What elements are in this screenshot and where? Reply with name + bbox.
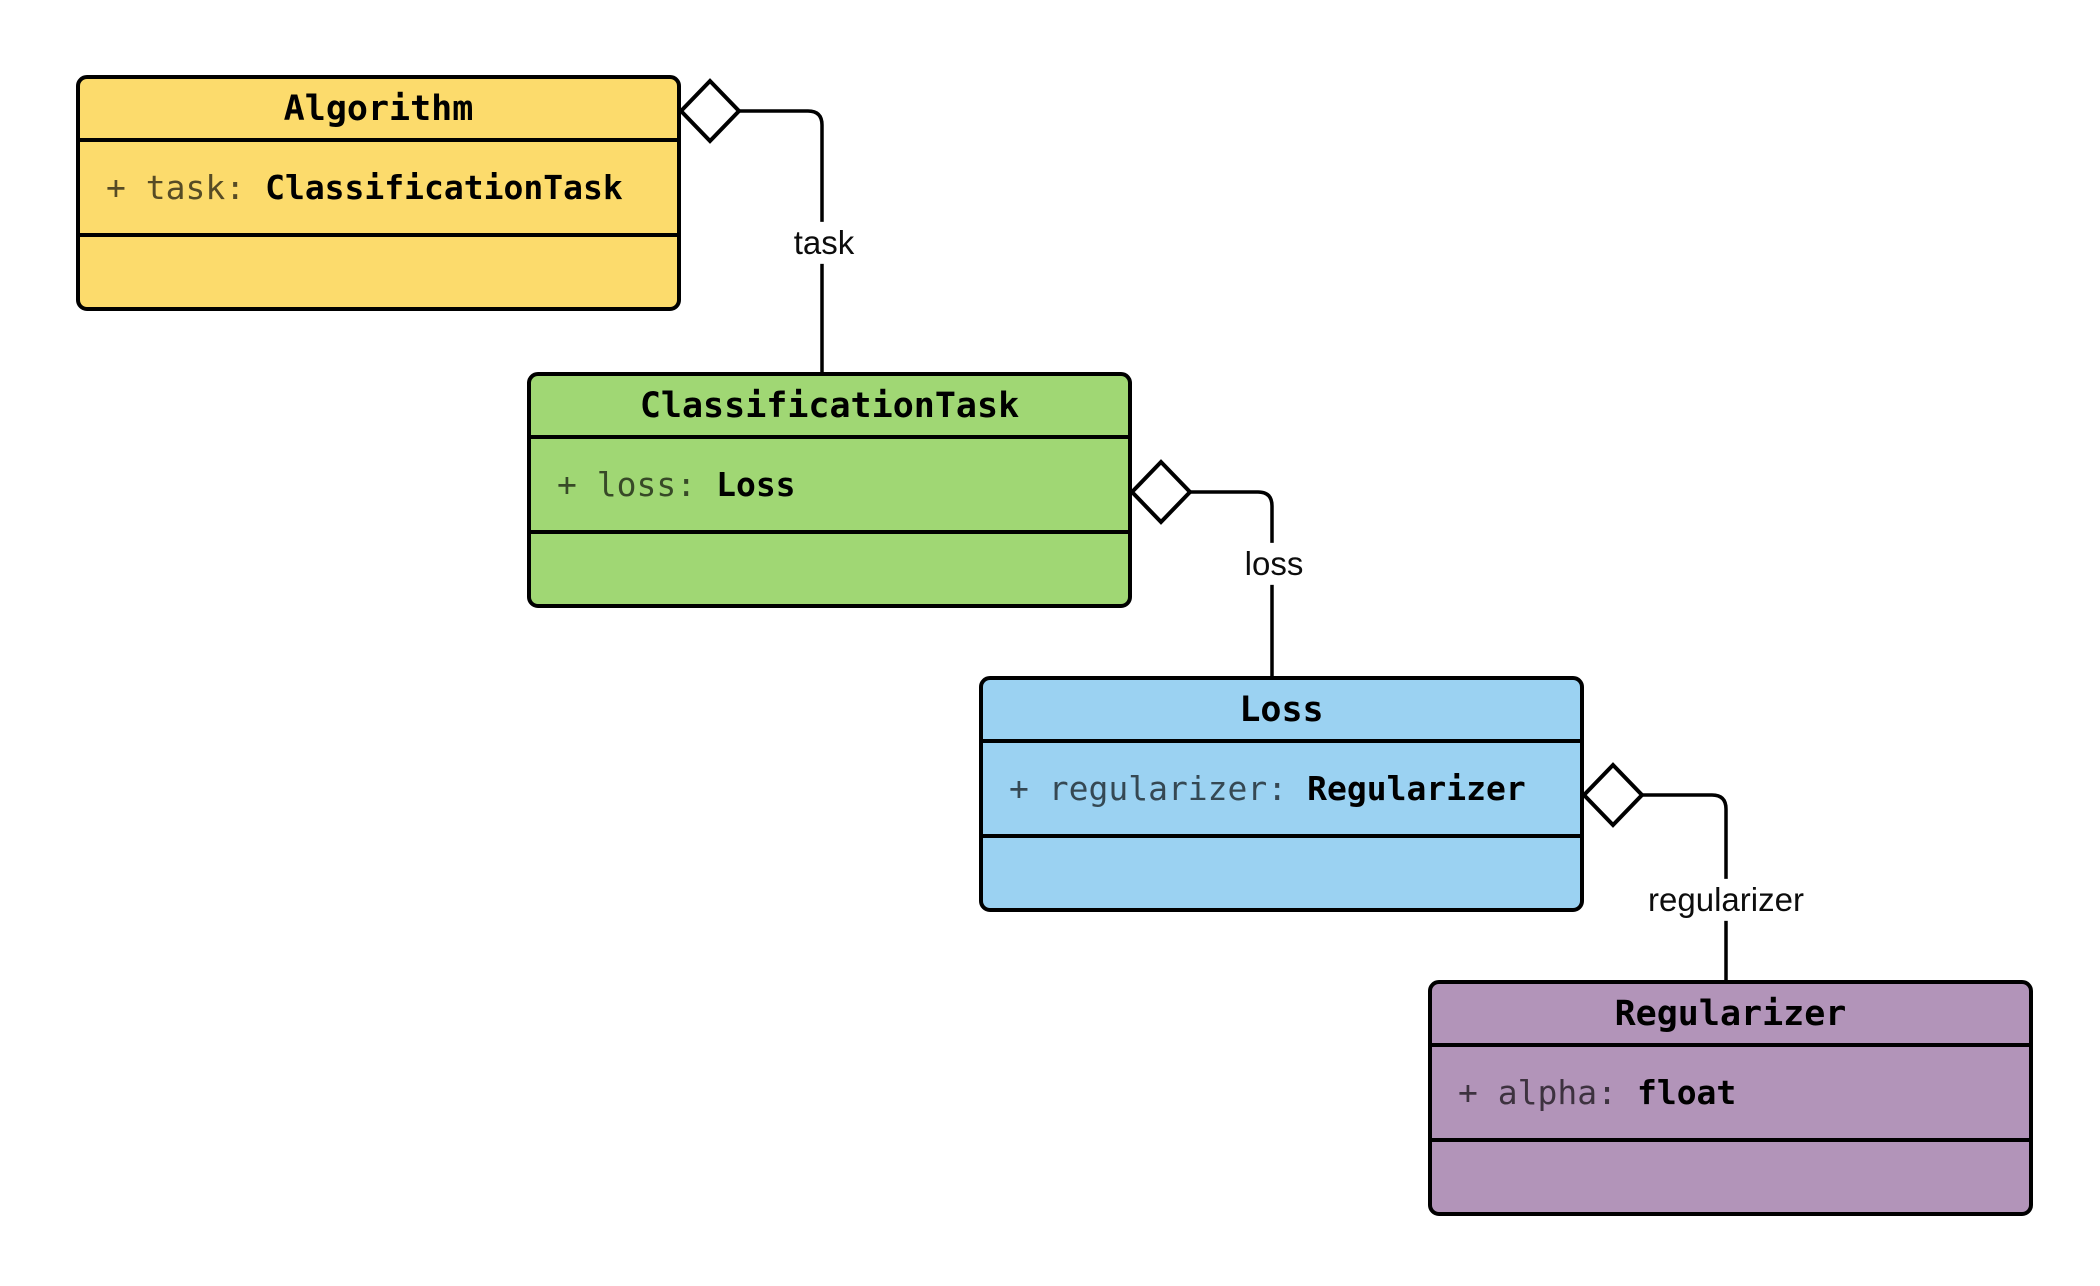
edge-label-task: task — [786, 221, 862, 265]
class-methods-empty — [1432, 1142, 2029, 1212]
class-methods-empty — [80, 237, 677, 307]
class-box-algorithm: Algorithm + task: ClassificationTask — [76, 75, 681, 311]
class-title: Loss — [983, 680, 1580, 743]
attribute-type: float — [1636, 1073, 1737, 1112]
class-title: Algorithm — [80, 79, 677, 142]
aggregation-diamond-icon — [678, 78, 742, 144]
attribute-type: ClassificationTask — [265, 168, 623, 207]
attribute-type: Regularizer — [1307, 769, 1526, 808]
class-methods-empty — [983, 838, 1580, 908]
class-title: ClassificationTask — [531, 376, 1128, 439]
class-attributes: + loss: Loss — [531, 439, 1128, 534]
aggregation-diamond-icon — [1129, 459, 1193, 525]
class-title: Regularizer — [1432, 984, 2029, 1047]
attribute-name: + alpha: — [1458, 1073, 1617, 1112]
class-box-loss: Loss + regularizer: Regularizer — [979, 676, 1584, 912]
attribute-name: + regularizer: — [1009, 769, 1288, 808]
class-attributes: + task: ClassificationTask — [80, 142, 677, 237]
attribute-type: Loss — [716, 465, 796, 504]
edge-label-regularizer: regularizer — [1641, 878, 1811, 922]
class-methods-empty — [531, 534, 1128, 604]
attribute-name: + loss: — [557, 465, 697, 504]
class-attributes: + regularizer: Regularizer — [983, 743, 1580, 838]
aggregation-diamond-icon — [1581, 762, 1645, 828]
class-attributes: + alpha: float — [1432, 1047, 2029, 1142]
class-box-regularizer: Regularizer + alpha: float — [1428, 980, 2033, 1216]
edge-label-loss: loss — [1237, 542, 1311, 586]
attribute-name: + task: — [106, 168, 246, 207]
class-box-classificationtask: ClassificationTask + loss: Loss — [527, 372, 1132, 608]
